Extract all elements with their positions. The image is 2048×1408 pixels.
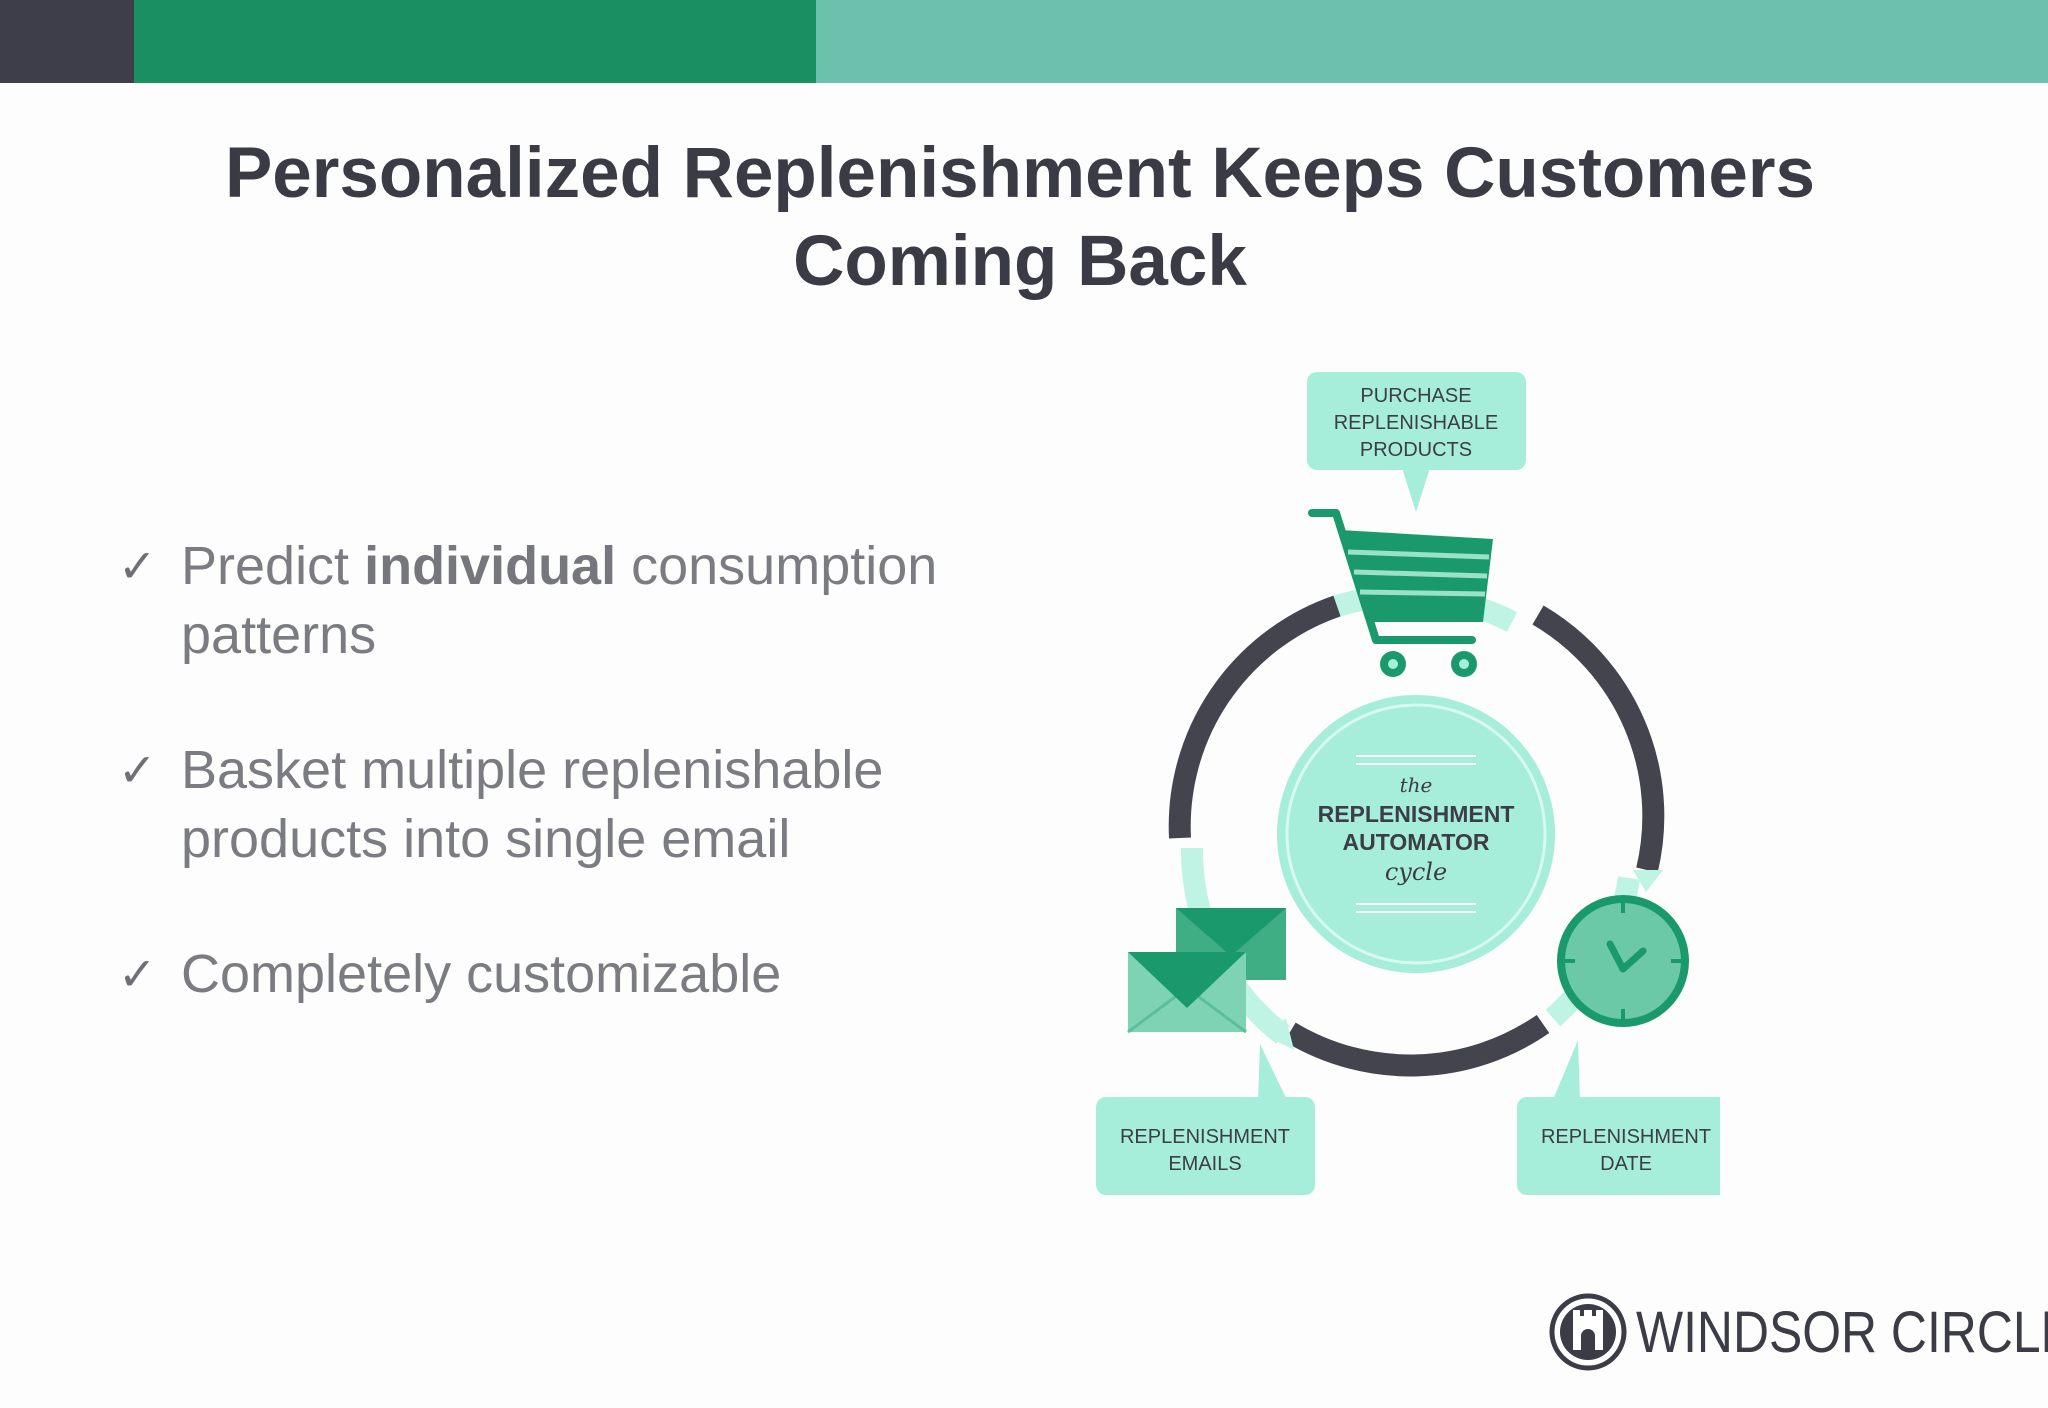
checkmark-icon: ✓ [118, 947, 157, 1001]
checkmark-icon: ✓ [118, 743, 157, 797]
slide-title-line-1: Personalized Replenishment Keeps Custome… [224, 134, 1816, 213]
cart-slat [1353, 569, 1488, 579]
cart-slat [1359, 589, 1486, 597]
accent-segment-green [134, 0, 816, 83]
callout-purchase-line-2: REPLENISHABLE [1334, 412, 1499, 434]
bullet-item: ✓ Predict individual consumption pattern… [112, 532, 1012, 670]
bullet-text: consumption patterns [181, 536, 938, 665]
callout-purchase: PURCHASE REPLENISHABLE PRODUCTS [1307, 372, 1526, 512]
cycle-arrow-bottom [1266, 1018, 1294, 1050]
cycle-arrow-right [1633, 870, 1663, 892]
callout-pointer [1552, 1040, 1580, 1102]
callout-box [1517, 1097, 1720, 1195]
callout-emails: REPLENISHMENT EMAILS [1096, 1044, 1315, 1195]
bullet-item: ✓ Completely customizable [112, 940, 1012, 1009]
bullet-item: ✓ Basket multiple replenishable products… [112, 736, 1012, 874]
bullet-text: Predict [181, 536, 365, 596]
center-badge: the REPLENISHMENT AUTOMATOR cycle [1277, 695, 1555, 973]
logo-wordmark: WINDSOR CIRCLE [1636, 1300, 2048, 1365]
clock-hands [1606, 940, 1647, 973]
center-label-line-1: REPLENISHMENT [1318, 801, 1515, 827]
envelope-front-flap [1128, 952, 1246, 1008]
callout-emails-line-2: EMAILS [1168, 1153, 1241, 1175]
clock-icon [1557, 895, 1689, 1027]
cycle-arc-right [1532, 605, 1665, 873]
bullet-list: ✓ Predict individual consumption pattern… [112, 532, 1012, 1075]
callout-date-line-1: REPLENISHMENT [1541, 1126, 1711, 1148]
callout-emails-line-1: REPLENISHMENT [1120, 1126, 1290, 1148]
bullet-text: Completely customizable [181, 944, 782, 1004]
slide-title: Personalized Replenishment Keeps Custome… [0, 130, 2040, 306]
slide-title-line-2: Coming Back [793, 222, 1247, 301]
callout-pointer [1258, 1044, 1288, 1102]
windsor-circle-logo [1549, 1293, 1627, 1371]
cart-slat [1347, 549, 1490, 560]
shopping-cart-icon [1308, 509, 1493, 677]
envelope-icon [1127, 908, 1286, 1034]
callout-purchase-line-1: PURCHASE [1360, 385, 1471, 407]
callout-pointer [1402, 468, 1430, 512]
envelope-back-flap [1176, 908, 1286, 956]
replenishment-cycle-diagram: the REPLENISHMENT AUTOMATOR cycle PURCHA… [1096, 372, 1720, 1195]
checkmark-icon: ✓ [118, 539, 157, 593]
accent-segment-dark [0, 0, 134, 83]
center-circle-ring [1285, 703, 1547, 965]
center-label-line-2: AUTOMATOR [1343, 829, 1490, 855]
center-circle [1277, 695, 1555, 973]
callout-box [1307, 372, 1526, 470]
callout-box [1096, 1097, 1315, 1195]
center-label-post: cycle [1385, 858, 1447, 886]
callout-date: REPLENISHMENT DATE [1517, 1040, 1720, 1195]
cycle-arc-bottom [1284, 1014, 1550, 1077]
cycle-arc-left [1168, 595, 1341, 839]
accent-segment-light [816, 0, 2048, 83]
top-accent-bar [0, 0, 2048, 83]
cart-wheel-hub [1459, 659, 1469, 669]
castle-icon [1549, 1293, 1627, 1371]
center-label-pre: the [1400, 773, 1433, 797]
bullet-text: Basket multiple replenishable products i… [181, 740, 884, 869]
callout-date-line-2: DATE [1600, 1153, 1652, 1175]
callout-purchase-line-3: PRODUCTS [1360, 439, 1472, 461]
clock-inner [1565, 903, 1681, 1019]
bullet-bold-text: individual [364, 536, 617, 596]
cart-wheel-hub [1388, 659, 1398, 669]
